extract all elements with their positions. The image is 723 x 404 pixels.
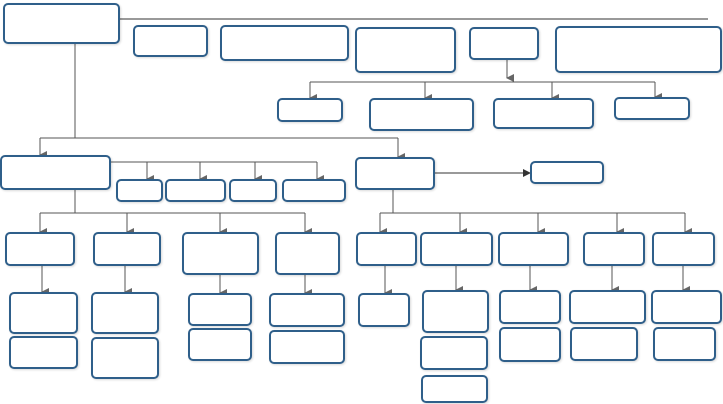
root-connectors: [39, 44, 405, 161]
right-child-box-5: [652, 232, 715, 266]
left-child-box-4: [275, 232, 340, 275]
lc3-child-box-1: [188, 293, 252, 326]
rc2-child-box-3: [421, 375, 488, 403]
rc3-child-box-2: [499, 327, 561, 362]
left-small-box-2: [165, 179, 226, 202]
left-child-connectors: [39, 190, 312, 297]
top-box-5: [555, 26, 722, 73]
lc1-child-box-2: [9, 336, 78, 369]
lc1-child-box-1: [9, 292, 78, 334]
top-box-1: [133, 25, 208, 57]
sub-box-3: [493, 98, 594, 129]
lc4-child-box-1: [269, 293, 345, 327]
rc2-child-box-2: [420, 336, 488, 370]
lc2-child-box-2: [91, 337, 159, 379]
left-child-box-2: [93, 232, 161, 266]
top-box-3: [355, 27, 456, 73]
right-child-box-2: [420, 232, 493, 266]
rc3-child-box-1: [499, 290, 561, 324]
right-child-box-1: [356, 232, 417, 266]
right-branch-connectors: [379, 169, 692, 297]
rc4-child-box-2: [570, 327, 638, 361]
top-box-4: [469, 27, 539, 60]
rc5-child-box-1: [651, 290, 722, 324]
lc3-child-box-2: [188, 328, 252, 361]
rc1-child-box-1: [358, 293, 410, 327]
right-branch-box: [355, 157, 435, 190]
right-side-box: [530, 161, 604, 184]
top-box-2: [220, 25, 349, 61]
root-box: [3, 3, 120, 44]
left-small-box-3: [229, 179, 277, 202]
left-child-box-1: [5, 232, 75, 266]
lc4-child-box-2: [269, 330, 345, 364]
rc5-child-box-2: [653, 327, 716, 361]
top-connectors: [309, 60, 662, 102]
left-child-box-3: [182, 232, 259, 275]
rc2-child-box-1: [422, 290, 489, 333]
left-small-box-1: [116, 179, 163, 202]
rc4-child-box-1: [569, 290, 646, 324]
sub-box-4: [614, 97, 690, 120]
left-branch-box: [0, 155, 111, 190]
left-small-connectors: [111, 161, 324, 183]
right-child-box-3: [498, 232, 569, 266]
sub-box-1: [277, 98, 343, 122]
sub-box-2: [369, 98, 474, 131]
right-child-box-4: [583, 232, 645, 266]
left-small-box-4: [282, 179, 346, 202]
lc2-child-box-1: [91, 292, 159, 334]
